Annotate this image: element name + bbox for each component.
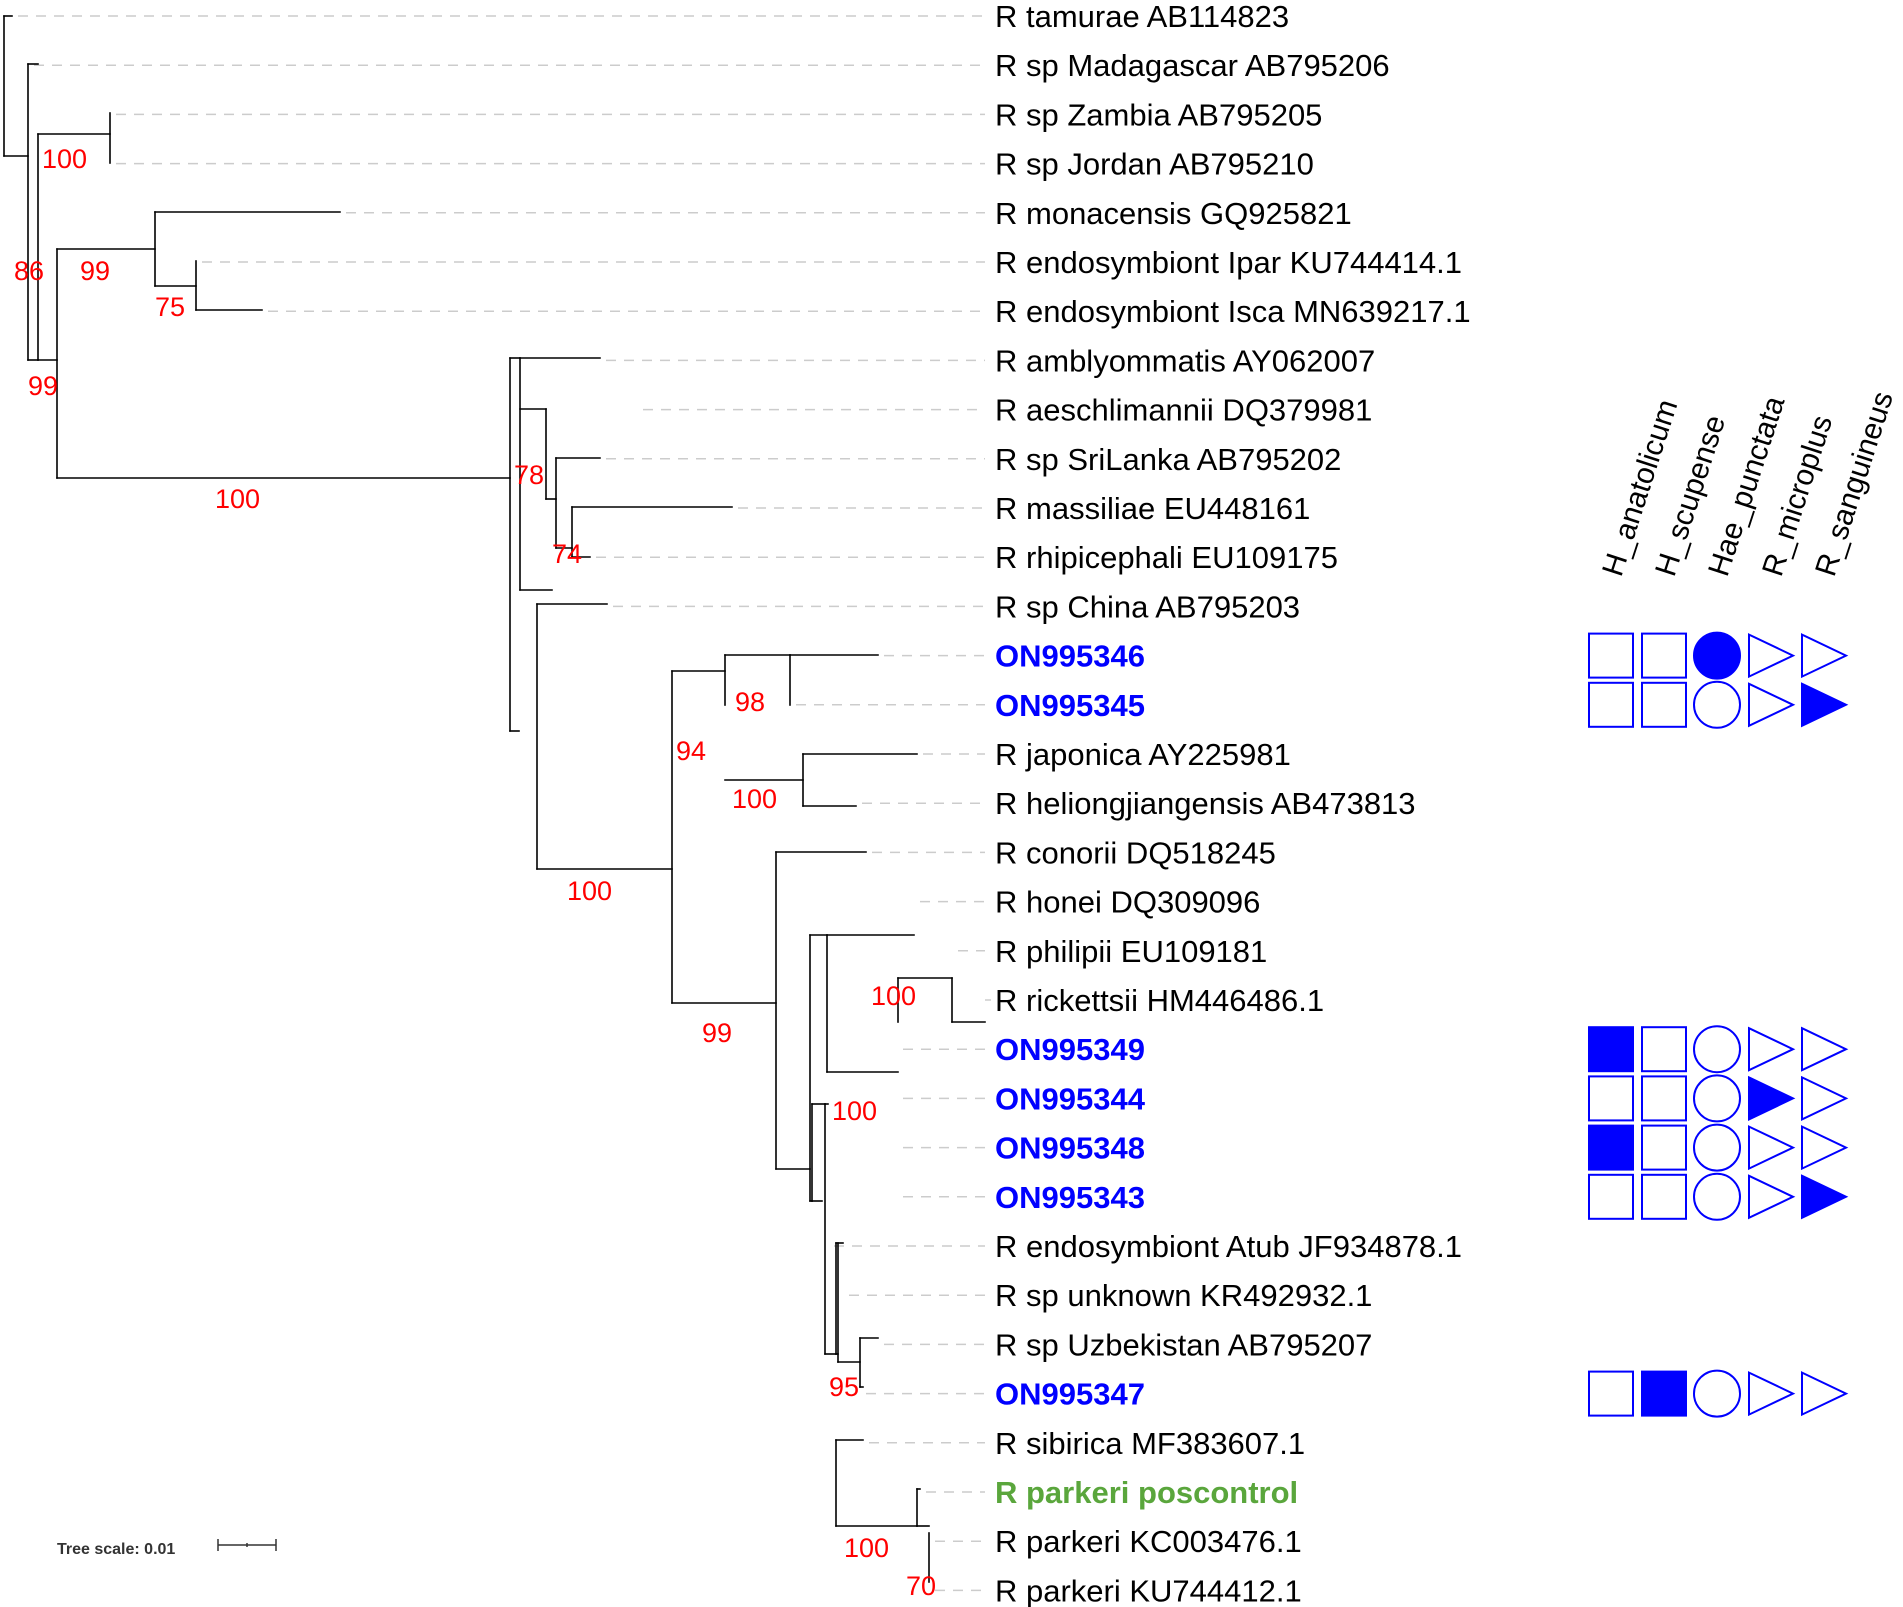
host-marker-triangle — [1748, 1125, 1796, 1171]
host-marker-square — [1588, 1173, 1634, 1220]
tip-label: R heliongjiangensis AB473813 — [995, 786, 1416, 821]
tip-label: R rhipicephali EU109175 — [995, 540, 1338, 575]
support-value: 99 — [28, 371, 58, 401]
tip-label: R endosymbiont Atub JF934878.1 — [995, 1229, 1462, 1264]
tip-label: R sp Jordan AB795210 — [995, 147, 1314, 182]
tip-label: R parkeri poscontrol — [995, 1475, 1298, 1510]
support-value: 74 — [552, 539, 582, 569]
host-marker-triangle — [1748, 682, 1796, 728]
support-value: 99 — [80, 256, 110, 286]
tip-label: R sp Madagascar AB795206 — [995, 48, 1390, 83]
tip-label: ON995343 — [995, 1180, 1145, 1215]
host-marker-square — [1641, 1124, 1687, 1171]
support-value: 100 — [42, 144, 87, 174]
tip-label: R endosymbiont Ipar KU744414.1 — [995, 245, 1462, 280]
host-marker-circle — [1693, 1074, 1741, 1123]
tip-guide-lines — [18, 15, 991, 1592]
host-presence-markers — [1588, 631, 1849, 1418]
tree-scale-bar: Tree scale: 0.01 — [57, 1539, 277, 1558]
host-marker-triangle — [1801, 1371, 1849, 1417]
host-marker-triangle — [1748, 633, 1796, 679]
host-marker-circle — [1693, 631, 1741, 680]
host-marker-triangle — [1748, 1075, 1796, 1121]
tip-label: R philipii EU109181 — [995, 934, 1267, 969]
tip-label: R parkeri KC003476.1 — [995, 1524, 1302, 1559]
tip-label: R rickettsii HM446486.1 — [995, 983, 1324, 1018]
host-marker-triangle — [1801, 1075, 1849, 1121]
host-marker-triangle — [1748, 1174, 1796, 1220]
host-marker-triangle — [1801, 682, 1849, 728]
host-marker-triangle — [1801, 633, 1849, 679]
tree-branches — [3, 15, 986, 1583]
host-marker-square — [1641, 1075, 1687, 1122]
host-column-headers: H_anatolicumH_scupenseHae_punctataR_micr… — [1596, 388, 1900, 581]
support-value: 78 — [514, 460, 544, 490]
support-value: 95 — [829, 1372, 859, 1402]
support-value: 100 — [567, 876, 612, 906]
support-value: 99 — [702, 1018, 732, 1048]
tip-label: ON995348 — [995, 1131, 1145, 1166]
host-marker-square — [1588, 1124, 1634, 1171]
support-value: 100 — [832, 1096, 877, 1126]
support-value: 70 — [906, 1571, 936, 1601]
tip-label: ON995344 — [995, 1081, 1146, 1116]
host-marker-triangle — [1801, 1026, 1849, 1072]
support-value: 75 — [155, 292, 185, 322]
host-marker-triangle — [1801, 1174, 1849, 1220]
tip-label: R sibirica MF383607.1 — [995, 1426, 1305, 1461]
support-value: 100 — [844, 1533, 889, 1563]
host-marker-circle — [1693, 1123, 1741, 1172]
tip-label: R tamurae AB114823 — [995, 0, 1289, 34]
tip-label: R honei DQ309096 — [995, 885, 1260, 920]
tip-labels: R tamurae AB114823 R sp Madagascar AB7952… — [995, 0, 1471, 1607]
host-marker-triangle — [1748, 1026, 1796, 1072]
support-value: 98 — [735, 687, 765, 717]
tip-label: R massiliae EU448161 — [995, 491, 1310, 526]
host-marker-square — [1641, 632, 1687, 679]
host-marker-circle — [1693, 680, 1741, 729]
support-value: 94 — [676, 736, 706, 766]
tip-label: R sp Uzbekistan AB795207 — [995, 1327, 1372, 1362]
host-marker-circle — [1693, 1369, 1741, 1418]
host-marker-square — [1588, 632, 1634, 679]
support-value: 100 — [871, 981, 916, 1011]
tip-label: ON995345 — [995, 688, 1145, 723]
host-marker-circle — [1693, 1172, 1741, 1221]
support-value: 100 — [732, 784, 777, 814]
host-marker-square — [1641, 1173, 1687, 1220]
tip-label: R endosymbiont Isca MN639217.1 — [995, 294, 1471, 329]
tip-label: ON995346 — [995, 639, 1145, 674]
tip-label: R parkeri KU744412.1 — [995, 1573, 1302, 1607]
tip-label: R sp Zambia AB795205 — [995, 97, 1322, 132]
host-marker-square — [1641, 1370, 1687, 1417]
tip-label: R aeschlimannii DQ379981 — [995, 393, 1372, 428]
tip-label: R sp unknown KR492932.1 — [995, 1278, 1372, 1313]
host-marker-triangle — [1801, 1125, 1849, 1171]
tree-scale-label: Tree scale: 0.01 — [57, 1541, 175, 1558]
support-value: 86 — [14, 256, 44, 286]
support-value: 100 — [215, 484, 260, 514]
tip-label: ON995349 — [995, 1032, 1145, 1067]
tip-label: R sp SriLanka AB795202 — [995, 442, 1341, 477]
tip-label: ON995347 — [995, 1377, 1145, 1412]
host-marker-triangle — [1748, 1371, 1796, 1417]
tip-label: R amblyommatis AY062007 — [995, 343, 1375, 378]
tip-label: R monacensis GQ925821 — [995, 196, 1352, 231]
tip-label: R japonica AY225981 — [995, 737, 1291, 772]
host-marker-square — [1588, 681, 1634, 728]
host-marker-square — [1588, 1026, 1634, 1073]
tip-label: R sp China AB795203 — [995, 589, 1300, 624]
host-marker-square — [1588, 1075, 1634, 1122]
tip-label: R conorii DQ518245 — [995, 835, 1276, 870]
host-marker-square — [1641, 681, 1687, 728]
host-marker-circle — [1693, 1025, 1741, 1074]
bootstrap-support-values: 100 86 99 75 99 100 78 74 98 94 100 100 99 100 100 95 10… — [14, 144, 936, 1601]
host-marker-square — [1641, 1026, 1687, 1073]
host-marker-square — [1588, 1370, 1634, 1417]
